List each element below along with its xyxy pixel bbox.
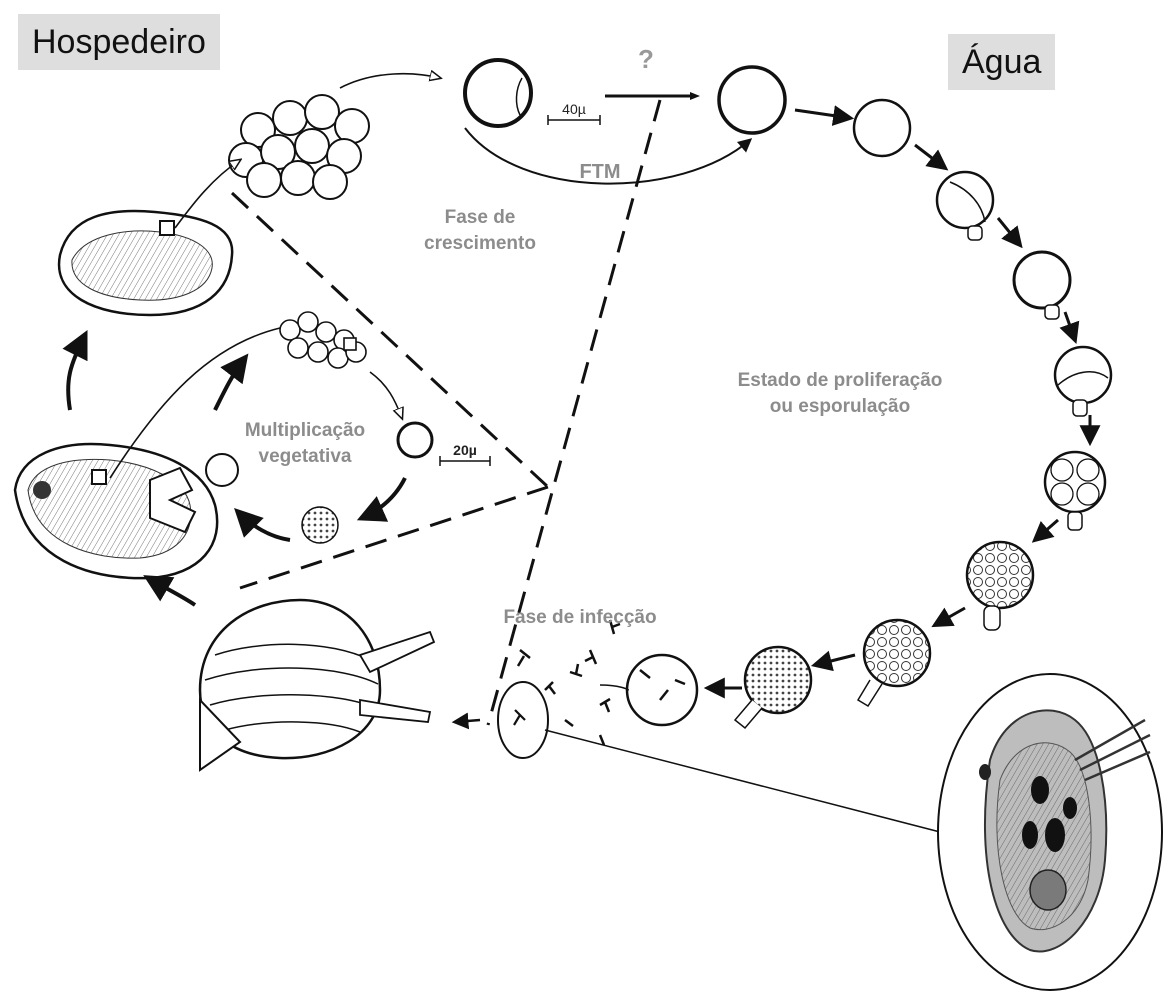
question-arrow: [605, 92, 700, 100]
growth-phase-label: Fase de crescimento: [380, 205, 580, 257]
host-region-label: Hospedeiro: [18, 14, 220, 70]
proliferation-phase-label: Estado de proliferação ou esporulação: [680, 368, 1000, 420]
bivalve-dissected-illustration: [15, 444, 217, 578]
question-mark: ?: [638, 44, 654, 74]
clam-with-siphons-illustration: [200, 600, 434, 770]
proliferation-phase-line1: Estado de proliferação: [680, 368, 1000, 394]
growth-phase-line2: crescimento: [380, 231, 580, 257]
scale-20-label: 20µ: [453, 442, 477, 458]
vegetative-line2: vegetativa: [205, 444, 405, 470]
growth-cyst: [465, 60, 531, 126]
infection-phase-label: Fase de infecção: [450, 605, 710, 631]
scale-40-label: 40µ: [562, 101, 586, 117]
electron-micrograph-inset: [938, 674, 1162, 990]
ftm-label: FTM: [579, 161, 620, 183]
water-region-label: Água: [948, 34, 1055, 90]
inset-connector: [545, 730, 1002, 848]
vegetative-multiplication-label: Multiplicação vegetativa: [205, 418, 405, 470]
vegetative-line1: Multiplicação: [205, 418, 405, 444]
cell-cluster-small: [280, 312, 366, 368]
magnified-zoospore: [498, 682, 548, 758]
cell-cluster-large: [229, 95, 369, 199]
growth-phase-line1: Fase de: [380, 205, 580, 231]
proliferation-phase-line2: ou esporulação: [680, 394, 1000, 420]
bivalve-open-illustration: [59, 211, 232, 315]
